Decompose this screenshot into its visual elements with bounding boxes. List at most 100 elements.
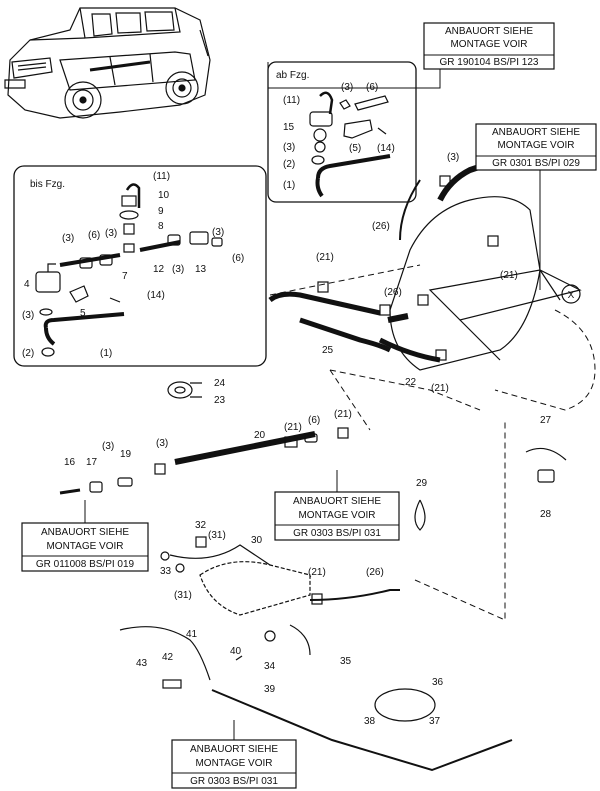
box-bottom-line1: ANBAUORT SIEHE — [190, 744, 278, 755]
box-right-line1: ANBAUORT SIEHE — [492, 127, 580, 138]
box-top-line1: ANBAUORT SIEHE — [445, 26, 533, 37]
callout-bis-13: 13 — [195, 264, 207, 275]
callout-36: 36 — [432, 677, 444, 688]
callout-bis-7: 7 — [122, 271, 128, 282]
callout-ab-5: (5) — [349, 143, 361, 154]
callout-ab-15: 15 — [283, 122, 295, 133]
info-box-middle: ANBAUORT SIEHE MONTAGE VOIR GR 0303 BS/P… — [274, 491, 400, 541]
box-bottom-line3: GR 0303 BS/PI 031 — [190, 776, 278, 787]
callout-labels: (11) (3) (6) 15 (3) (5) (14) (2) (1) (11… — [22, 82, 552, 727]
callout-bis-4: 4 — [24, 279, 30, 290]
callout-bis-10: 10 — [158, 190, 170, 201]
callout-24: 24 — [214, 378, 226, 389]
inset-bis-frame — [13, 165, 267, 367]
vehicle-illustration — [4, 7, 211, 119]
box-leader-lines — [84, 62, 541, 740]
box-left-line2: MONTAGE VOIR — [46, 541, 123, 552]
callout-bis-2: (2) — [22, 348, 34, 359]
box-bottom-line2: MONTAGE VOIR — [195, 758, 272, 769]
callout-41: 41 — [186, 629, 198, 640]
callout-26-low: (26) — [366, 567, 384, 578]
x-marker-label: X — [568, 290, 575, 301]
box-middle-line3: GR 0303 BS/PI 031 — [293, 528, 381, 539]
callout-ab-3: (3) — [341, 82, 353, 93]
fuel-line-middle — [59, 427, 349, 495]
box-right-line3: GR 0301 BS/PI 029 — [492, 158, 580, 169]
callout-21-b: (21) — [500, 270, 518, 281]
callout-ab-2: (2) — [283, 159, 295, 170]
callout-21-c: (21) — [431, 383, 449, 394]
callout-37: 37 — [429, 716, 441, 727]
callout-ab-3b: (3) — [283, 142, 295, 153]
callout-ab-1: (1) — [283, 180, 295, 191]
callout-31-b: (31) — [174, 590, 192, 601]
callout-bis-3e: (3) — [22, 310, 34, 321]
callout-ab-11: (11) — [283, 95, 300, 106]
inset-bis-fzg: bis Fzg. — [13, 165, 267, 367]
callout-bis-8: 8 — [158, 221, 164, 232]
box-middle-line2: MONTAGE VOIR — [298, 510, 375, 521]
callout-3-left: (3) — [102, 441, 114, 452]
callout-31-a: (31) — [208, 530, 226, 541]
dashed-reference-lines — [269, 264, 596, 621]
callout-bis-3a: (3) — [62, 233, 74, 244]
callout-35: 35 — [340, 656, 352, 667]
callout-19: 19 — [120, 449, 132, 460]
callout-25: 25 — [322, 345, 334, 356]
callout-26-top: (26) — [372, 221, 390, 232]
callout-32: 32 — [195, 520, 207, 531]
callout-16: 16 — [64, 457, 76, 468]
callout-43: 43 — [136, 658, 148, 669]
inset-ab-parts — [309, 91, 391, 198]
callout-27: 27 — [540, 415, 552, 426]
callout-bis-6b: (6) — [232, 253, 244, 264]
callout-21-d: (21) — [284, 422, 302, 433]
callout-bis-12: 12 — [153, 264, 165, 275]
callout-ab-6: (6) — [366, 82, 378, 93]
callout-22: 22 — [405, 377, 417, 388]
info-box-left: ANBAUORT SIEHE MONTAGE VOIR GR 011008 BS… — [21, 522, 149, 572]
inset-bis-parts — [35, 183, 223, 357]
callout-ab-14: (14) — [377, 143, 395, 154]
callout-bis-6a: (6) — [88, 230, 100, 241]
callout-39: 39 — [264, 684, 276, 695]
callout-21-a: (21) — [316, 252, 334, 263]
callout-bis-1: (1) — [100, 348, 112, 359]
callout-29: 29 — [416, 478, 428, 489]
callout-30: 30 — [251, 535, 263, 546]
parts-23-24 — [167, 381, 202, 399]
callout-bis-11: (11) — [153, 171, 170, 182]
callout-23: 23 — [214, 395, 226, 406]
callout-42: 42 — [162, 652, 174, 663]
box-top-line3: GR 190104 BS/PI 123 — [440, 57, 539, 68]
callout-3-mid: (3) — [156, 438, 168, 449]
info-box-top: ANBAUORT SIEHE MONTAGE VOIR GR 190104 BS… — [423, 22, 555, 70]
box-top-line2: MONTAGE VOIR — [450, 39, 527, 50]
callout-26-mid: (26) — [384, 287, 402, 298]
info-box-bottom: ANBAUORT SIEHE MONTAGE VOIR GR 0303 BS/P… — [171, 739, 297, 789]
callout-33: 33 — [160, 566, 172, 577]
box-right-line2: MONTAGE VOIR — [497, 140, 574, 151]
callout-34: 34 — [264, 661, 276, 672]
callout-17: 17 — [86, 457, 98, 468]
callout-bis-3b: (3) — [105, 228, 117, 239]
callout-21-f: (21) — [308, 567, 326, 578]
box-middle-line1: ANBAUORT SIEHE — [293, 496, 381, 507]
callout-28: 28 — [540, 509, 552, 520]
callout-21-e: (21) — [334, 409, 352, 420]
callout-bis-3d: (3) — [212, 227, 224, 238]
inset-ab-title: ab Fzg. — [276, 70, 309, 81]
callout-bis-3c: (3) — [172, 264, 184, 275]
pump-assembly-lower — [119, 536, 513, 772]
callout-bis-5: 5 — [80, 308, 86, 319]
box-left-line3: GR 011008 BS/PI 019 — [36, 559, 135, 570]
inset-bis-title: bis Fzg. — [30, 179, 65, 190]
callout-bis-9: 9 — [158, 206, 164, 217]
x-marker: X — [561, 284, 581, 304]
box-left-line1: ANBAUORT SIEHE — [41, 527, 129, 538]
callout-6-mid: (6) — [308, 415, 320, 426]
callout-38: 38 — [364, 716, 376, 727]
callout-bis-14: (14) — [147, 290, 165, 301]
callout-3-tank: (3) — [447, 152, 459, 163]
